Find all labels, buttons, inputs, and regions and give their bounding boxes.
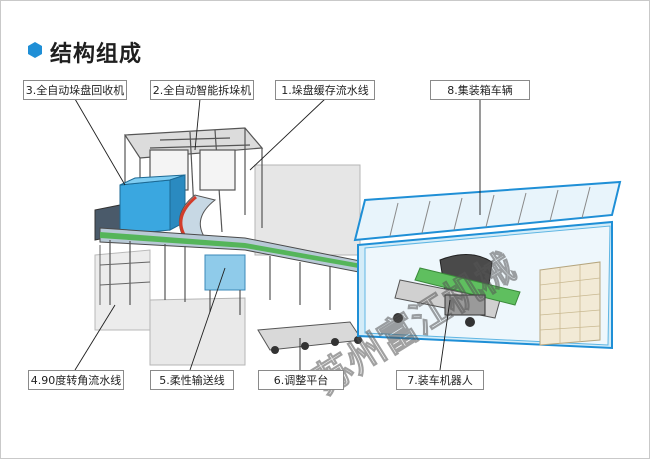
leader-lines [74,98,481,371]
platform-wheels [271,336,362,354]
hexagon-bullet-icon [28,42,42,58]
blue-transfer-box [204,254,246,291]
label-pallet-buffer-line: 1.垛盘缓存流水线 [275,80,375,100]
label-container-vehicle: 8.集装箱车辆 [430,80,530,100]
label-90-degree-corner-line: 4.90度转角流水线 [28,370,124,390]
side-rack [99,245,151,305]
loading-robot [393,254,521,327]
green-belt [100,232,395,274]
backdrop-block-center [254,164,361,256]
label-adjustment-platform: 6.调整平台 [258,370,344,390]
label-loading-robot: 7.装车机器人 [396,370,484,390]
label-depalletizer: 2.全自动智能拆垛机 [150,80,254,100]
backdrop-block-bottom [149,297,246,366]
label-flexible-conveyor: 5.柔性输送线 [150,370,234,390]
label-pallet-recovery-machine: 3.全自动垛盘回收机 [23,80,127,100]
page-title: 结构组成 [50,42,143,67]
